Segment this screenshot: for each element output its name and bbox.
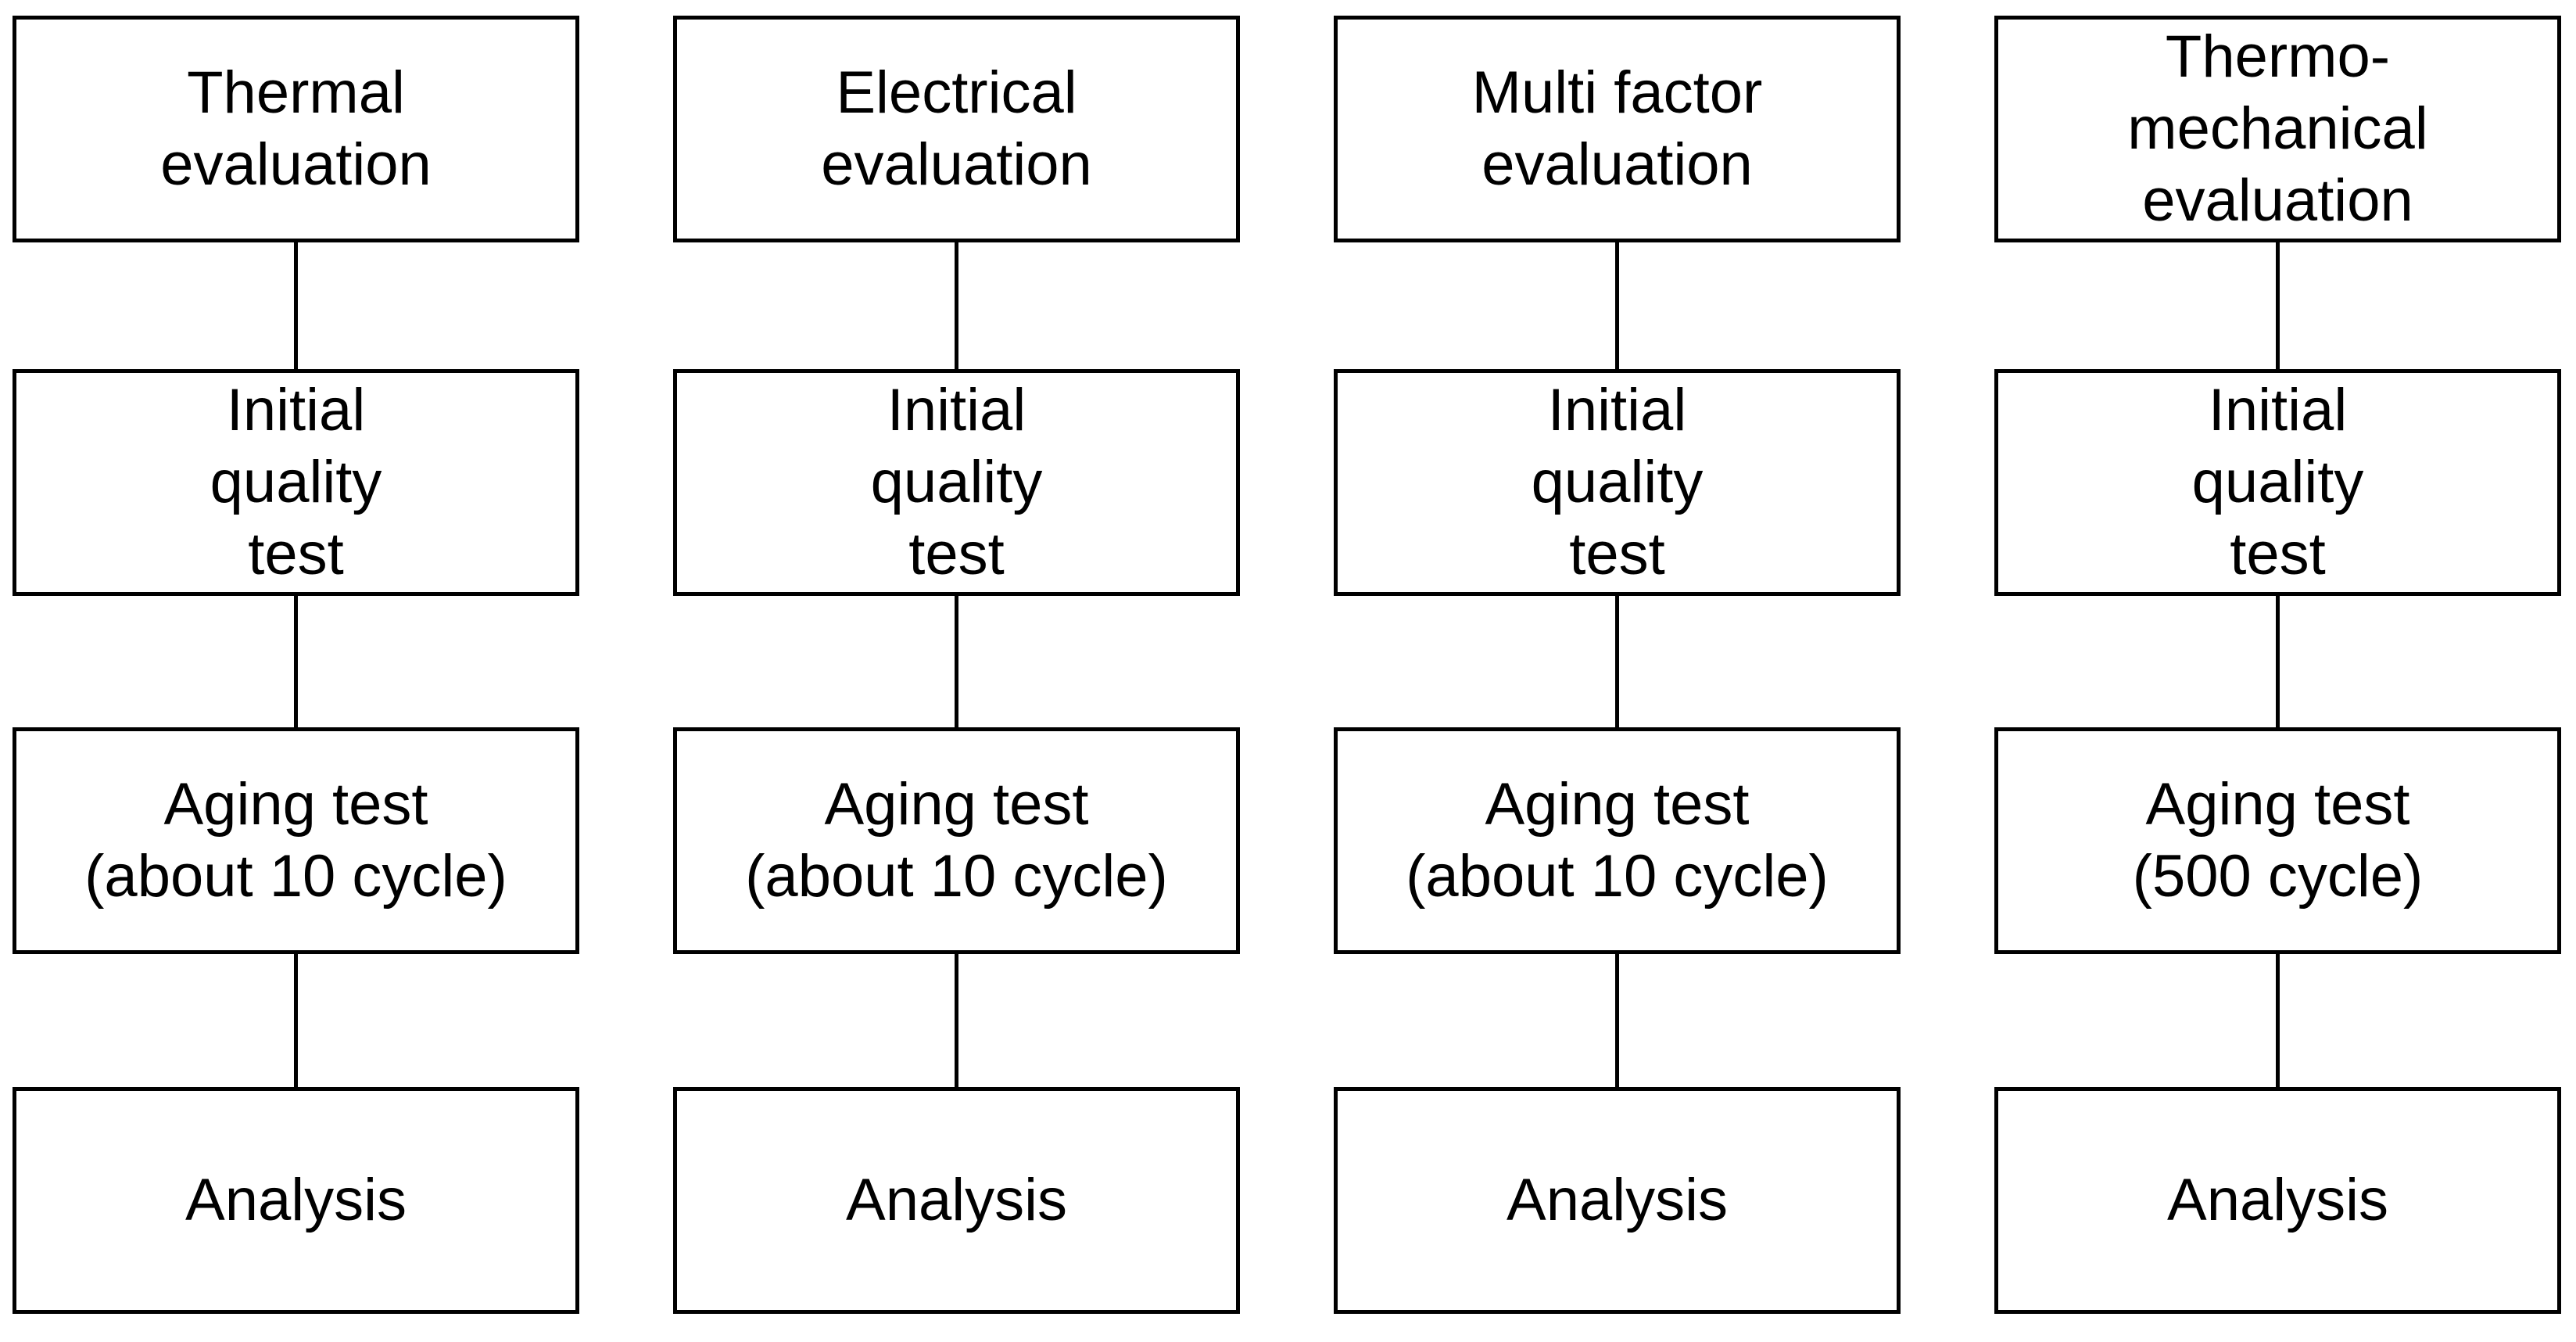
box-analysis-electrical: Analysis bbox=[673, 1087, 1240, 1314]
box-initial-quality-test-thermal: Initial quality test bbox=[13, 369, 579, 596]
box-thermal-evaluation: Thermal evaluation bbox=[13, 16, 579, 242]
box-thermo-mechanical-evaluation: Thermo- mechanical evaluation bbox=[1994, 16, 2561, 242]
column-multi-factor-evaluation: Multi factor evaluation Initial quality … bbox=[1334, 16, 1901, 1314]
box-aging-test-thermal: Aging test (about 10 cycle) bbox=[13, 727, 579, 954]
box-multi-factor-evaluation: Multi factor evaluation bbox=[1334, 16, 1901, 242]
connector-line bbox=[294, 954, 298, 1087]
connector-line bbox=[1615, 954, 1619, 1087]
connector-line bbox=[955, 954, 958, 1087]
connector-line bbox=[2276, 596, 2280, 727]
connector-line bbox=[2276, 242, 2280, 369]
column-thermal-evaluation: Thermal evaluation Initial quality test … bbox=[13, 16, 579, 1314]
box-electrical-evaluation: Electrical evaluation bbox=[673, 16, 1240, 242]
connector-line bbox=[1615, 596, 1619, 727]
column-electrical-evaluation: Electrical evaluation Initial quality te… bbox=[673, 16, 1240, 1314]
box-analysis-multi-factor: Analysis bbox=[1334, 1087, 1901, 1314]
box-analysis-thermo-mechanical: Analysis bbox=[1994, 1087, 2561, 1314]
connector-line bbox=[294, 596, 298, 727]
connector-line bbox=[294, 242, 298, 369]
box-aging-test-thermo-mechanical: Aging test (500 cycle) bbox=[1994, 727, 2561, 954]
box-aging-test-multi-factor: Aging test (about 10 cycle) bbox=[1334, 727, 1901, 954]
box-analysis-thermal: Analysis bbox=[13, 1087, 579, 1314]
connector-line bbox=[2276, 954, 2280, 1087]
connector-line bbox=[1615, 242, 1619, 369]
connector-line bbox=[955, 242, 958, 369]
box-aging-test-electrical: Aging test (about 10 cycle) bbox=[673, 727, 1240, 954]
box-initial-quality-test-electrical: Initial quality test bbox=[673, 369, 1240, 596]
box-initial-quality-test-thermo-mechanical: Initial quality test bbox=[1994, 369, 2561, 596]
connector-line bbox=[955, 596, 958, 727]
column-thermo-mechanical-evaluation: Thermo- mechanical evaluation Initial qu… bbox=[1994, 16, 2561, 1314]
box-initial-quality-test-multi-factor: Initial quality test bbox=[1334, 369, 1901, 596]
